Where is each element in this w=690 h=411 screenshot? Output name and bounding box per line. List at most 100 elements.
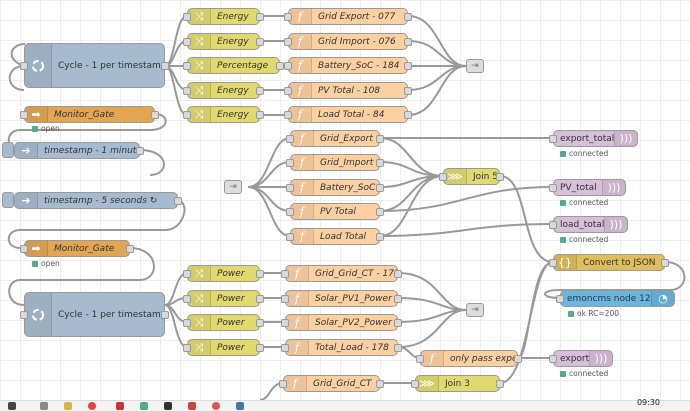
link-out-icon[interactable]: ⇥: [466, 59, 484, 73]
output-port[interactable]: [136, 146, 144, 155]
output-port[interactable]: [126, 244, 134, 253]
convert-to-json-node[interactable]: {} Convert to JSON: [549, 254, 669, 271]
function-load-total-84[interactable]: f Load Total - 84: [284, 106, 412, 123]
input-port[interactable]: [549, 258, 557, 267]
output-port[interactable]: [514, 354, 522, 363]
output-port[interactable]: [256, 318, 264, 327]
output-port[interactable]: [496, 172, 504, 181]
input-port[interactable]: [183, 294, 191, 303]
output-port[interactable]: [376, 207, 384, 216]
input-port[interactable]: [416, 354, 424, 363]
input-port[interactable]: [20, 61, 28, 70]
browser-icon[interactable]: [212, 402, 220, 410]
function-pv-total-108[interactable]: f PV Total - 108: [284, 82, 412, 99]
change-node-energy-3[interactable]: ⤨ Energy: [183, 82, 264, 99]
input-port[interactable]: [284, 86, 292, 95]
input-port[interactable]: [183, 110, 191, 119]
output-port[interactable]: [394, 269, 402, 278]
function-only-pass-export[interactable]: f only pass export: [416, 350, 522, 367]
output-port[interactable]: [276, 61, 284, 70]
change-node-power-3[interactable]: ⤨ Power: [183, 314, 264, 331]
input-port[interactable]: [183, 12, 191, 21]
change-node-energy-1[interactable]: ⤨ Energy: [183, 8, 264, 25]
folder-icon[interactable]: [64, 402, 72, 410]
input-port[interactable]: [281, 318, 289, 327]
input-port[interactable]: [183, 37, 191, 46]
monitor-gate-node-1[interactable]: ➡ Monitor_Gate: [20, 106, 159, 123]
function-grid-import-076[interactable]: f Grid Import - 076: [284, 33, 412, 50]
input-port[interactable]: [20, 110, 28, 119]
join-node-5[interactable]: ⋙ Join 5: [439, 168, 504, 185]
join-node-3[interactable]: ⋙ Join 3: [411, 375, 504, 392]
input-port[interactable]: [439, 172, 447, 181]
input-port[interactable]: [183, 61, 191, 70]
chrome-icon[interactable]: [88, 402, 96, 410]
output-port[interactable]: [151, 110, 159, 119]
app-icon[interactable]: [188, 402, 196, 410]
input-port[interactable]: [281, 343, 289, 352]
function-grid-export[interactable]: f Grid_Export: [286, 130, 384, 147]
input-port[interactable]: [20, 244, 28, 253]
input-port[interactable]: [549, 354, 557, 363]
output-port[interactable]: [404, 12, 412, 21]
output-port[interactable]: [256, 110, 264, 119]
input-port[interactable]: [284, 61, 292, 70]
output-port[interactable]: [404, 86, 412, 95]
change-node-energy-4[interactable]: ⤨ Energy: [183, 106, 264, 123]
input-port[interactable]: [286, 158, 294, 167]
inject-button[interactable]: [2, 192, 14, 208]
output-port[interactable]: [256, 86, 264, 95]
mqtt-out-pv-total[interactable]: PV_total ))): [549, 179, 626, 196]
output-port[interactable]: [404, 110, 412, 119]
input-port[interactable]: [183, 86, 191, 95]
monitor-gate-node-2[interactable]: ➡ Monitor_Gate: [20, 240, 134, 257]
output-port[interactable]: [161, 61, 169, 70]
input-port[interactable]: [549, 220, 557, 229]
input-port[interactable]: [286, 232, 294, 241]
function-grid-grid-ct[interactable]: f Grid_Grid_CT: [279, 375, 384, 392]
change-node-power-1[interactable]: ⤨ Power: [183, 265, 264, 282]
link-out-icon[interactable]: ⇥: [466, 303, 484, 317]
input-port[interactable]: [284, 110, 292, 119]
function-pv-total[interactable]: f PV Total: [286, 203, 384, 220]
input-port[interactable]: [183, 343, 191, 352]
function-battery-soc-184[interactable]: f Battery_SoC - 184: [284, 57, 412, 74]
output-port[interactable]: [404, 61, 412, 70]
app-icon[interactable]: [236, 402, 244, 410]
input-port[interactable]: [183, 318, 191, 327]
input-port[interactable]: [20, 310, 28, 319]
function-grid-export-077[interactable]: f Grid Export - 077: [284, 8, 412, 25]
cycle-node-top[interactable]: Cycle - 1 per timestamp: [20, 43, 169, 88]
output-port[interactable]: [394, 343, 402, 352]
search-icon[interactable]: [8, 402, 16, 410]
inject-node-5-seconds[interactable]: ➔ timestamp - 5 seconds ↻: [14, 192, 182, 209]
function-total-load-178[interactable]: f Total_Load - 178: [281, 339, 402, 356]
mqtt-out-load-total[interactable]: load_total ))): [549, 216, 628, 233]
change-node-power-4[interactable]: ⤨ Power: [183, 339, 264, 356]
taskbar-clock[interactable]: 09:30: [636, 398, 660, 407]
output-port[interactable]: [256, 12, 264, 21]
change-node-percentage[interactable]: ⤨ Percentage: [183, 57, 284, 74]
output-port[interactable]: [256, 269, 264, 278]
input-port[interactable]: [556, 294, 564, 303]
inject-button[interactable]: [2, 142, 14, 158]
input-port[interactable]: [549, 183, 557, 192]
task-view-icon[interactable]: [40, 402, 48, 410]
function-grid-grid-ct-172[interactable]: f Grid_Grid_CT - 172: [281, 265, 402, 282]
input-port[interactable]: [284, 12, 292, 21]
change-node-energy-2[interactable]: ⤨ Energy: [183, 33, 264, 50]
input-port[interactable]: [183, 269, 191, 278]
function-solar-pv2-power-187[interactable]: f Solar_PV2_Power 187: [281, 314, 402, 331]
cycle-node-bottom[interactable]: Cycle - 1 per timestamp: [20, 292, 169, 337]
input-port[interactable]: [281, 294, 289, 303]
output-port[interactable]: [496, 379, 504, 388]
output-port[interactable]: [256, 294, 264, 303]
output-port[interactable]: [404, 37, 412, 46]
output-port[interactable]: [256, 343, 264, 352]
input-port[interactable]: [284, 37, 292, 46]
function-grid-import[interactable]: f Grid_Import: [286, 154, 384, 171]
function-battery-soc[interactable]: f Battery_SoC: [286, 179, 384, 196]
input-port[interactable]: [286, 134, 294, 143]
output-port[interactable]: [376, 134, 384, 143]
mqtt-out-export[interactable]: export ))): [549, 350, 613, 367]
